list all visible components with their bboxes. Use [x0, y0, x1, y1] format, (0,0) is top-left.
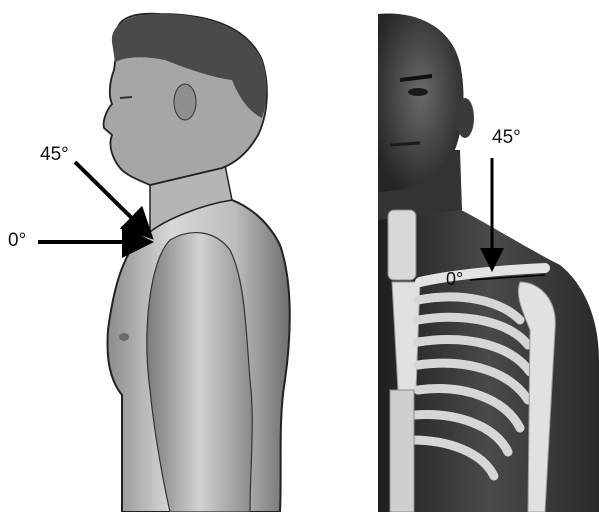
side-arm	[147, 233, 252, 512]
thoracic-spine	[390, 390, 414, 512]
front-mouth	[390, 143, 420, 145]
front-ear	[456, 98, 474, 138]
side-view-figure	[104, 14, 290, 512]
label-45-left: 45°	[40, 145, 69, 164]
label-45-right: 45°	[492, 128, 521, 147]
label-0-left: 0°	[8, 231, 26, 250]
front-eye	[408, 88, 428, 96]
side-eye	[120, 97, 132, 98]
side-ear	[174, 84, 196, 120]
cervical-spine	[388, 210, 416, 280]
front-view-figure	[378, 0, 599, 512]
label-0-right: 0°	[446, 270, 463, 288]
side-nipple	[119, 333, 129, 341]
